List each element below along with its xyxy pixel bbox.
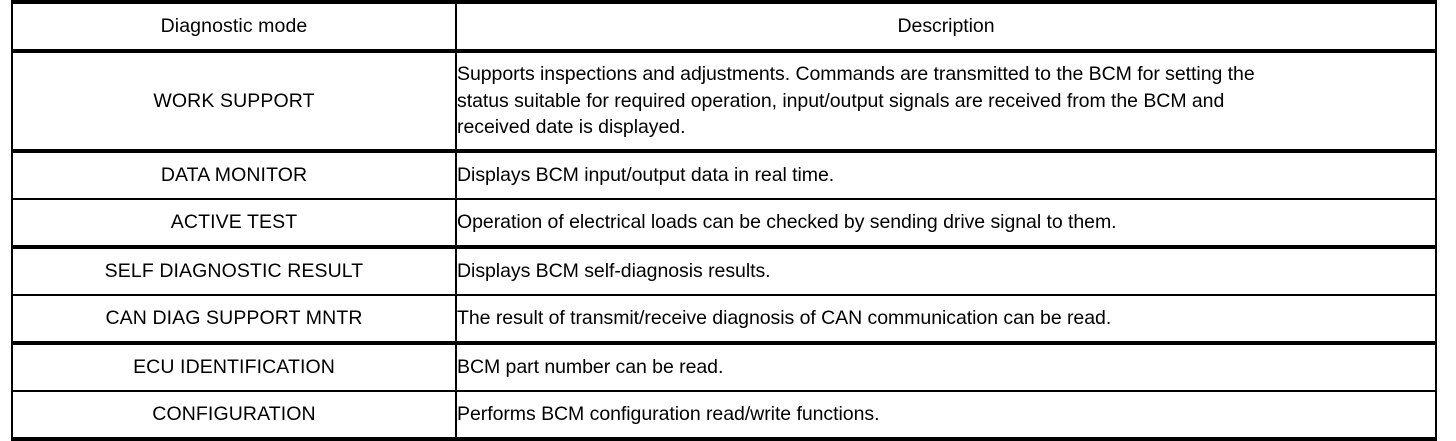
cell-mode-self-diagnostic-result: SELF DIAGNOSTIC RESULT — [11, 247, 457, 296]
cell-description-active-test: Operation of electrical loads can be che… — [456, 199, 1437, 249]
cell-description-configuration: Performs BCM configuration read/write fu… — [456, 391, 1437, 441]
cell-description-ecu-identification: BCM part number can be read. — [456, 343, 1437, 392]
column-header-diagnostic-mode: Diagnostic mode — [11, 0, 457, 53]
table-row: CAN DIAG SUPPORT MNTR The result of tran… — [11, 295, 1437, 345]
table-row: WORK SUPPORT Supports inspections and ad… — [11, 51, 1437, 153]
document-page: Diagnostic mode Description WORK SUPPORT… — [11, 0, 1437, 441]
table-row: ACTIVE TEST Operation of electrical load… — [11, 199, 1437, 249]
cell-mode-active-test: ACTIVE TEST — [11, 199, 457, 249]
cell-mode-data-monitor: DATA MONITOR — [11, 151, 457, 200]
cell-description-can-diag-support-mntr: The result of transmit/receive diagnosis… — [456, 295, 1437, 345]
diagnostic-mode-table: Diagnostic mode Description WORK SUPPORT… — [11, 0, 1437, 441]
diagnostic-mode-table-wrapper: Diagnostic mode Description WORK SUPPORT… — [11, 0, 1437, 441]
description-line: status suitable for required operation, … — [457, 89, 1225, 112]
table-header-row: Diagnostic mode Description — [11, 0, 1437, 53]
table-row: DATA MONITOR Displays BCM input/output d… — [11, 151, 1437, 200]
cell-mode-work-support: WORK SUPPORT — [11, 51, 457, 153]
cell-mode-ecu-identification: ECU IDENTIFICATION — [11, 343, 457, 392]
cell-description-self-diagnostic-result: Displays BCM self-diagnosis results. — [456, 247, 1437, 296]
cell-mode-can-diag-support-mntr: CAN DIAG SUPPORT MNTR — [11, 295, 457, 345]
cell-description-work-support: Supports inspections and adjustments. Co… — [456, 51, 1437, 153]
cell-mode-configuration: CONFIGURATION — [11, 391, 457, 441]
table-row: CONFIGURATION Performs BCM configuration… — [11, 391, 1437, 441]
description-line: received date is displayed. — [457, 116, 686, 139]
table-row: ECU IDENTIFICATION BCM part number can b… — [11, 343, 1437, 392]
cell-description-data-monitor: Displays BCM input/output data in real t… — [456, 151, 1437, 200]
column-header-description: Description — [456, 0, 1437, 53]
description-line: Supports inspections and adjustments. Co… — [457, 63, 1255, 86]
table-row: SELF DIAGNOSTIC RESULT Displays BCM self… — [11, 247, 1437, 296]
